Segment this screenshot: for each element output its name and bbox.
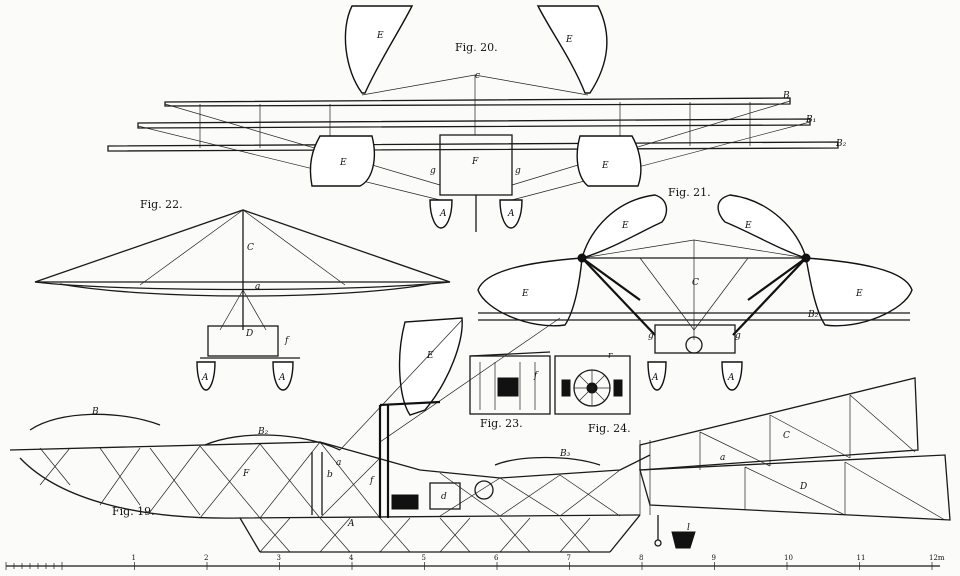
- label-B: B: [91, 407, 99, 417]
- label-E: E: [621, 221, 629, 231]
- label-A: A: [278, 373, 286, 383]
- label-f: f: [369, 476, 375, 486]
- fig23-title: Fig. 23.: [480, 417, 523, 430]
- label-c: c: [475, 71, 480, 81]
- fig24-title: Fig. 24.: [588, 422, 631, 435]
- scale-tick-label: 9: [712, 554, 716, 562]
- label-E: E: [376, 31, 384, 41]
- fig20-sail-right: [536, 5, 608, 94]
- scale-tick-label: 8: [639, 554, 643, 562]
- scale-bar: 1 2 3 4 5 6 7 8 9 10 11 12m: [5, 554, 945, 570]
- label-A: A: [439, 209, 447, 219]
- label-C: C: [247, 243, 254, 253]
- fig19-sail: [398, 317, 463, 416]
- label-C: C: [783, 431, 790, 441]
- label-A: A: [651, 373, 659, 383]
- label-E: E: [601, 161, 609, 171]
- label-E: E: [426, 351, 434, 361]
- scale-tick-label: 2: [204, 554, 208, 562]
- label-E: E: [744, 221, 752, 231]
- scale-tick-label: 1: [132, 554, 136, 562]
- label-F: F: [242, 469, 250, 479]
- scale-tick-label: 6: [494, 554, 499, 562]
- fig21-view: Fig. 21. E E E E C B₂ g g: [477, 186, 913, 391]
- fig19-side-view: Fig. 19.: [9, 317, 951, 553]
- label-A: A: [347, 519, 355, 529]
- label-g: g: [735, 331, 741, 341]
- fig20-front-view: E E B B₁ B₂ E E F g g A A c Fig. 20.: [107, 5, 847, 232]
- label-l: l: [687, 523, 690, 533]
- label-E: E: [855, 289, 863, 299]
- label-f: f: [533, 371, 539, 381]
- label-D: D: [799, 482, 807, 492]
- fig21-title: Fig. 21.: [668, 186, 711, 199]
- label-f: f: [284, 336, 290, 346]
- label-A: A: [727, 373, 735, 383]
- label-a: a: [336, 458, 341, 468]
- fig20-sail-left: [344, 5, 414, 94]
- fig22-title: Fig. 22.: [140, 198, 183, 211]
- label-E: E: [565, 35, 573, 45]
- fig23-detail: f Fig. 23.: [469, 351, 551, 430]
- label-g: g: [648, 331, 654, 341]
- label-F: F: [471, 157, 479, 167]
- label-B3: B₃: [559, 449, 571, 459]
- fig20-title: Fig. 20.: [455, 41, 498, 54]
- label-E: E: [339, 158, 347, 168]
- label-B2: B₂: [835, 139, 847, 149]
- scale-tick-label: 4: [349, 554, 354, 562]
- fig22-top-view: Fig. 22. C a D f A A: [34, 198, 451, 391]
- scale-tick-label: 5: [422, 554, 426, 562]
- label-g: g: [515, 166, 521, 176]
- scale-tick-label: 3: [277, 554, 281, 562]
- scale-tick-label: 10: [784, 554, 793, 562]
- label-B: B: [782, 91, 790, 101]
- fig20-lower-sail-left: [309, 135, 376, 187]
- label-C: C: [692, 278, 699, 288]
- scale-tick-label: 11: [857, 554, 866, 562]
- label-A: A: [507, 209, 515, 219]
- label-B1: B₁: [805, 115, 816, 125]
- scale-tick-label: 12m: [929, 554, 945, 562]
- label-B2: B₂: [807, 310, 819, 320]
- label-d: d: [441, 492, 447, 502]
- fig20-lower-sail-right: [576, 135, 642, 187]
- label-B2: B₂: [257, 427, 269, 437]
- label-A: A: [201, 373, 209, 383]
- label-g: g: [430, 166, 436, 176]
- fig24-detail: r Fig. 24.: [554, 351, 631, 435]
- scale-tick-label: 7: [567, 554, 571, 562]
- label-a: a: [255, 282, 260, 292]
- label-r: r: [608, 351, 613, 361]
- label-a: a: [720, 453, 725, 463]
- label-D: D: [245, 329, 253, 339]
- label-b: b: [327, 470, 333, 480]
- label-E: E: [521, 289, 529, 299]
